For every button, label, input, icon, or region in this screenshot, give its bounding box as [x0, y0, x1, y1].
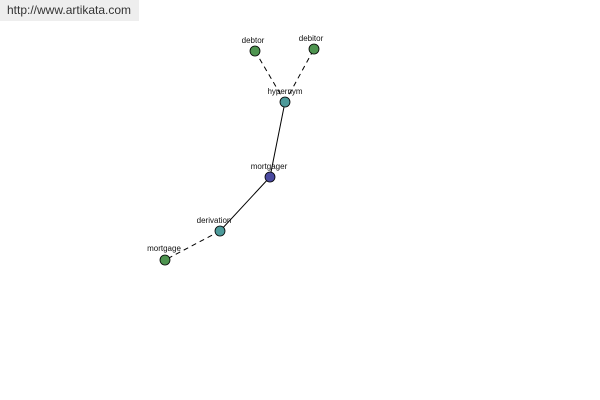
- nodes-layer: debtor debitor hypernym mortgager derivation…: [147, 34, 324, 266]
- edge-hypernym-debitor: [284, 48, 315, 103]
- node-debitor[interactable]: debitor: [299, 34, 324, 55]
- edges-layer: [164, 48, 315, 261]
- node-hypernym[interactable]: hypernym: [267, 87, 303, 108]
- node-debtor[interactable]: debtor: [242, 36, 265, 57]
- node-label-derivation: derivation: [197, 216, 232, 225]
- edge-mortgager-hypernym: [269, 101, 286, 178]
- node-derivation[interactable]: derivation: [197, 216, 232, 237]
- edge-derivation-mortgage: [164, 230, 221, 261]
- node-label-mortgage: mortgage: [147, 244, 181, 253]
- node-label-mortgager: mortgager: [251, 162, 288, 171]
- node-dot-hypernym[interactable]: [279, 96, 291, 108]
- node-dot-debitor[interactable]: [308, 43, 320, 55]
- node-dot-mortgage[interactable]: [159, 254, 171, 266]
- edge-mortgager-derivation: [219, 176, 271, 232]
- node-label-debitor: debitor: [299, 34, 324, 43]
- node-mortgage[interactable]: mortgage: [147, 244, 181, 266]
- node-dot-derivation[interactable]: [214, 225, 226, 237]
- node-label-hypernym: hypernym: [267, 87, 302, 96]
- node-dot-mortgager[interactable]: [264, 171, 276, 183]
- edge-hypernym-debtor: [254, 50, 286, 103]
- node-mortgager[interactable]: mortgager: [251, 162, 288, 183]
- node-dot-debtor[interactable]: [249, 45, 261, 57]
- node-label-debtor: debtor: [242, 36, 265, 45]
- watermark-url: http://www.artikata.com: [0, 0, 139, 21]
